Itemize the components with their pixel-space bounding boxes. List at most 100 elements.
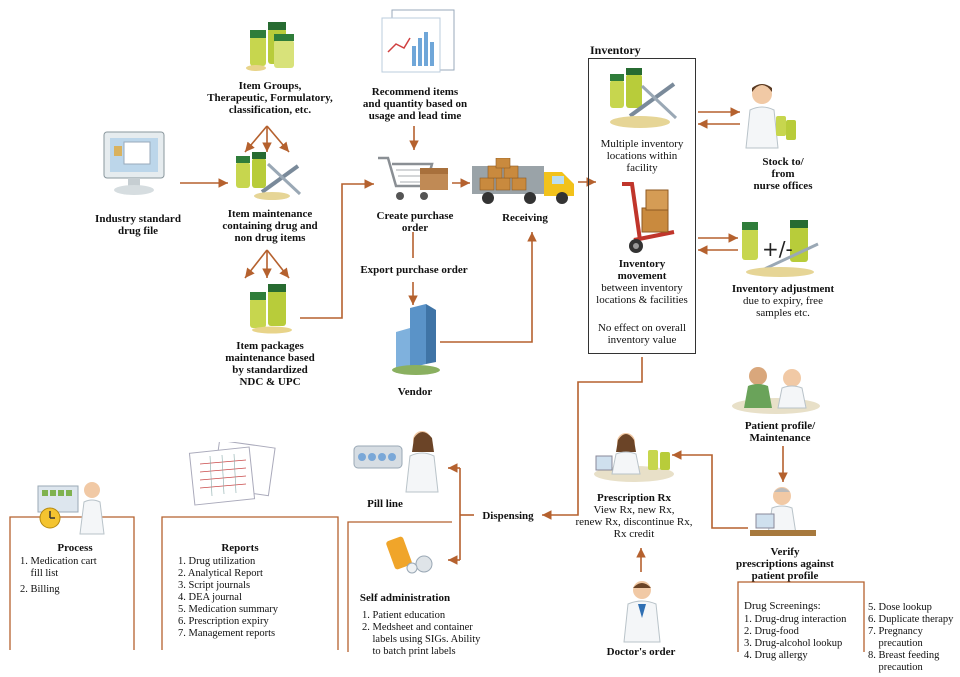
item-groups-line-2: Therapeutic, Formulatory, [207,92,333,104]
list-item: 1. Medication cart [20,556,97,567]
process-list: 1. Medication cart fill list 2. Billing [20,556,97,596]
hand-truck-icon [622,182,675,253]
pills-icon [386,536,433,574]
pharmacist-icon [732,367,820,414]
list-item: 4. DEA journal [178,592,242,603]
medicine-bottles-icon [246,22,294,71]
list-item: 1. Drug-drug interaction [744,614,847,625]
screenings-list-a: 1. Drug-drug interaction 2. Drug-food 3.… [744,614,846,662]
self-admin-list: 1. Patient education 2. Medsheet and con… [362,610,480,658]
delivery-truck-icon [472,158,574,204]
stock-line-3: nurse offices [753,180,813,192]
list-item: to batch print labels [362,646,456,657]
computer-monitor-icon [103,131,165,195]
prescription-rx-desc-2: renew Rx, discontinue Rx, [575,516,693,528]
item-maintenance-line-1: Item maintenance [227,208,313,220]
doctors-order-label: Doctor's order [606,646,676,658]
doctor-icon [623,581,661,643]
reports-list: 1. Drug utilization 2. Analytical Report… [178,556,278,640]
list-item: precaution [868,638,923,649]
item-packages-line-4: NDC & UPC [239,376,301,388]
list-item: labels using SIGs. Ability [362,634,481,645]
dispensing-label: Dispensing [482,510,534,522]
list-item: 3. Drug-alcohol lookup [744,638,843,649]
medicine-bottles-icon [250,284,292,334]
recommend-line-2: and quantity based on [362,98,468,110]
inventory-locations-line-1: Multiple inventory [600,138,684,150]
self-admin-label: Self administration [359,592,451,604]
verify-line-3: patient profile [751,570,819,582]
inventory-adjustment-desc-2: samples etc. [756,307,810,319]
list-item: 6. Duplicate therapy [868,614,954,625]
list-item: 3. Script journals [178,580,251,591]
drug-screenings-title: Drug Screenings: [744,600,821,612]
item-packages-line-1: Item packages [236,340,304,352]
inventory-title: Inventory [590,43,641,57]
list-item: 8. Breast feeding [868,650,940,661]
documents-icon [188,442,276,506]
inventory-note-2: inventory value [607,334,677,346]
inventory-movement-desc-2: locations & facilities [596,294,688,306]
doctor-icon [750,487,816,536]
list-item: 2. Medsheet and container [362,622,473,633]
item-maintenance-line-2: containing drug and [222,220,318,232]
inventory-movement-title-1: Inventory [618,258,666,270]
reports-label: Reports [221,542,259,554]
list-item: 1. Drug utilization [178,556,256,567]
list-item: 2. Analytical Report [178,568,263,579]
pills-icon [353,431,439,493]
stock-line-2: from [771,168,795,180]
clock-icon [37,482,105,535]
stock-line-1: Stock to/ [762,156,804,168]
prescription-rx-desc-1: View Rx, new Rx, [593,504,675,516]
inventory-note-1: No effect on overall [597,322,687,334]
list-item: 5. Medication summary [178,604,279,615]
item-packages-line-2: maintenance based [225,352,315,364]
inventory-box [588,58,696,354]
prescription-rx-title: Prescription Rx [596,492,672,504]
item-groups-line-3: classification, etc. [228,104,312,116]
medicine-bottles-icon: +/- [742,220,819,277]
list-item: 7. Pregnancy [868,626,923,637]
tools-bottles-icon [610,68,678,128]
process-label: Process [57,542,93,554]
screenings-list-b: 5. Dose lookup 6. Duplicate therapy 7. P… [868,602,953,674]
recommend-line-1: Recommend items [371,86,459,98]
nurse-icon [745,84,796,149]
inventory-locations-line-2: locations within [606,150,678,162]
patient-profile-line-2: Maintenance [749,432,811,444]
list-item: 2. Drug-food [744,626,799,637]
list-item: fill list [20,568,59,579]
verify-line-1: Verify [770,546,800,558]
create-po-line-1: Create purchase [376,210,454,222]
shopping-cart-icon [378,156,448,200]
create-po-line-2: order [401,222,429,234]
pharmacist-icon [594,433,674,482]
list-item: 6. Prescription expiry [178,616,269,627]
list-item: 5. Dose lookup [868,602,932,613]
prescription-rx-desc-3: Rx credit [613,528,655,540]
list-item: 2. Billing [20,584,60,595]
list-item: 4. Drug allergy [744,650,808,661]
tools-bottles-icon [236,152,302,200]
patient-profile-line-1: Patient profile/ [744,420,816,432]
export-po-label: Export purchase order [360,264,468,276]
item-maintenance-line-3: non drug items [234,232,306,244]
inventory-locations-line-3: facility [626,162,658,174]
inventory-movement-desc-1: between inventory [601,282,683,294]
list-item: 7. Management reports [178,628,276,639]
inventory-adjustment-title: Inventory adjustment [731,283,835,295]
inventory-movement-title-2: movement [617,270,667,282]
item-groups-line-1: Item Groups, [238,80,302,92]
industry-line-2: drug file [117,225,159,237]
recommend-line-3: usage and lead time [368,110,462,122]
verify-line-2: prescriptions against [736,558,834,570]
list-item: precaution [868,662,923,673]
list-item: 1. Patient education [362,610,446,621]
receiving-label: Receiving [502,212,548,224]
item-packages-line-3: by standardized [232,364,308,376]
pill-line-label: Pill line [367,498,403,510]
industry-line-1: Industry standard [95,213,181,225]
inventory-adjustment-desc-1: due to expiry, free [743,295,823,307]
